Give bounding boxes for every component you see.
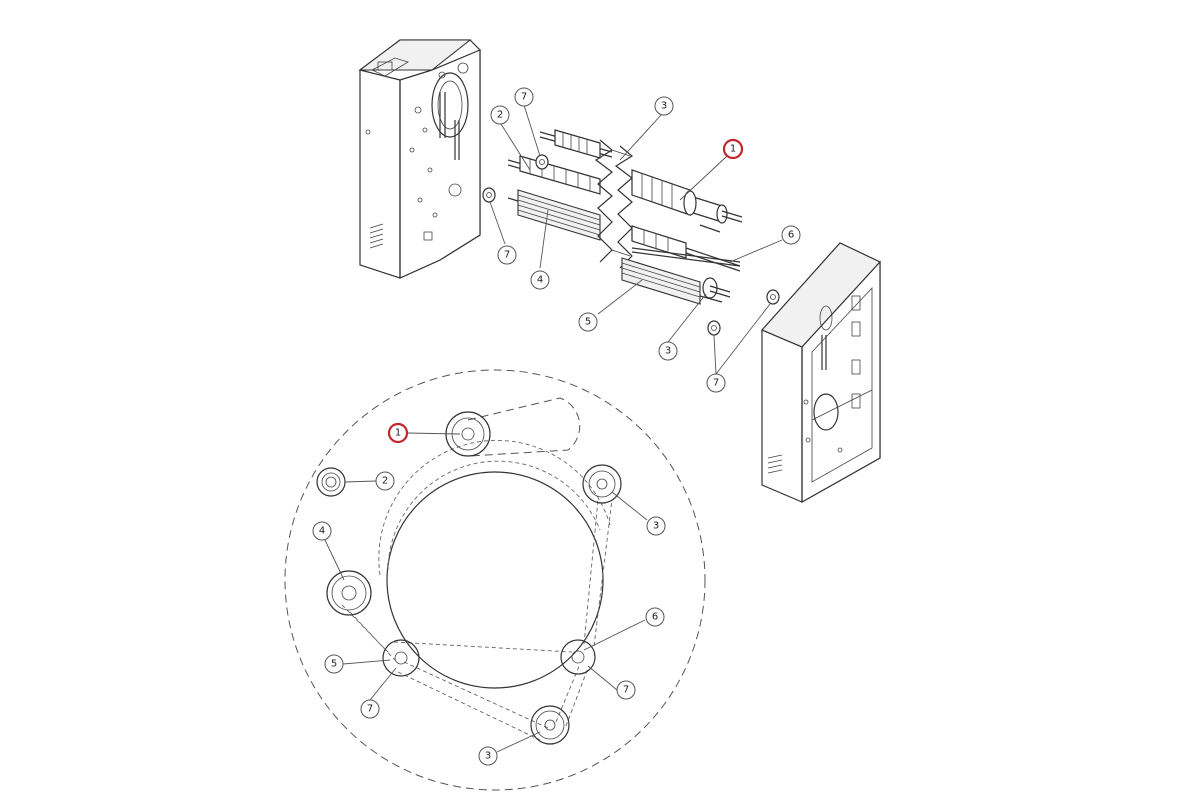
svg-text:7: 7 [521,92,527,103]
svg-text:1: 1 [730,144,736,155]
callout-bubbles: 7 2 3 1 6 7 4 5 [312,87,801,766]
callout-bottom-3b: 3 [478,746,498,766]
inner-drum-circle [386,471,604,689]
pulley-6 [560,639,596,675]
callout-top-1: 1 [722,138,744,160]
pulley-3-upper [582,464,622,504]
right-side-frame [761,242,881,504]
belt-path-view [284,369,706,791]
svg-text:3: 3 [661,101,667,112]
exploded-view [358,39,881,504]
callout-bottom-4: 4 [312,521,332,541]
callout-top-7b: 7 [497,245,517,265]
callout-top-3a: 3 [654,96,674,116]
callout-bottom-6: 6 [645,607,665,627]
callout-bottom-2: 2 [375,471,395,491]
callout-bottom-1: 1 [387,422,409,444]
svg-text:2: 2 [382,476,388,487]
callout-bottom-7b: 7 [616,680,636,700]
svg-text:3: 3 [653,521,659,532]
left-side-frame [358,39,481,279]
callout-bottom-7a: 7 [360,699,380,719]
top-leaders [489,104,783,375]
svg-text:5: 5 [585,317,591,328]
pulley-3-lower [530,705,570,745]
callout-top-7c: 7 [706,373,726,393]
roller-group-rear [482,129,613,241]
callout-top-3b: 3 [658,341,678,361]
svg-text:2: 2 [497,110,503,121]
svg-text:7: 7 [504,250,510,261]
pulley-4 [326,570,372,616]
svg-text:3: 3 [665,346,671,357]
pulley-2 [316,467,346,497]
svg-text:7: 7 [367,704,373,715]
callout-bottom-5: 5 [324,654,344,674]
outer-boundary-circle [284,369,706,791]
roller-group-front [621,169,780,336]
callout-bottom-3a: 3 [646,516,666,536]
svg-text:5: 5 [331,659,337,670]
svg-text:4: 4 [537,275,543,286]
callout-top-6: 6 [781,225,801,245]
svg-text:4: 4 [319,526,325,537]
svg-text:6: 6 [788,230,794,241]
callout-top-4: 4 [530,270,550,290]
callout-top-5: 5 [578,312,598,332]
svg-text:1: 1 [395,428,401,439]
callout-top-2: 2 [490,105,510,125]
svg-text:3: 3 [485,751,491,762]
break-marks [594,139,634,269]
bottom-leaders [324,432,648,753]
pulley-5 [382,639,420,677]
svg-text:7: 7 [623,685,629,696]
callout-top-7a: 7 [514,87,534,107]
svg-text:6: 6 [652,612,658,623]
svg-text:7: 7 [713,378,719,389]
